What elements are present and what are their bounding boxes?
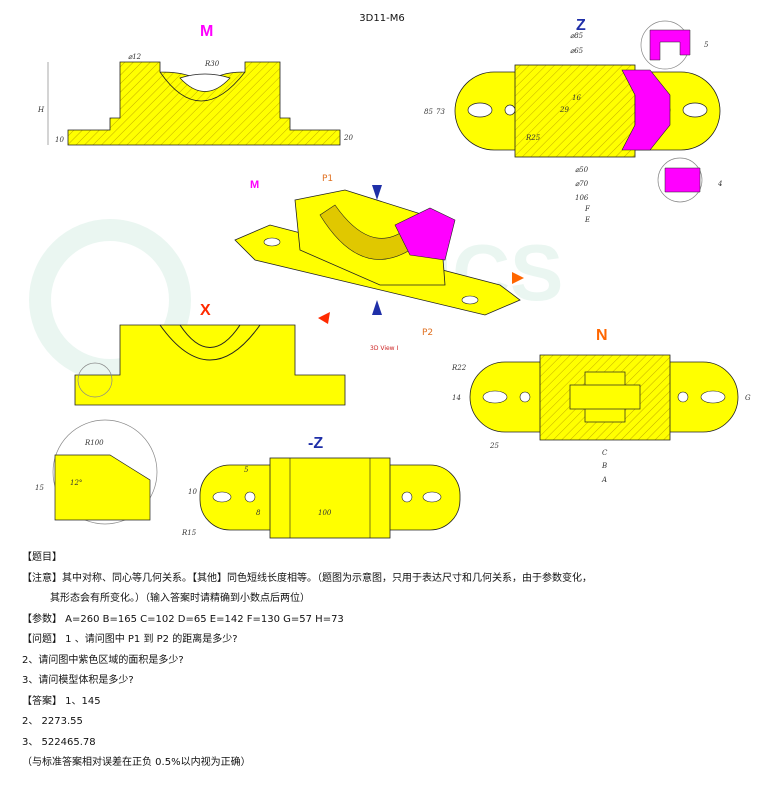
view-z: Z ⌀85 ⌀65 ⌀50 ⌀70 106 F E 85 73 29 16 R2…: [424, 17, 722, 224]
view-m: M H ⌀12 R30 10 20: [37, 23, 353, 146]
problem-text: 【题目】 【注意】其中对称、同心等几何关系。【其他】同色短线长度相等。（题图为示…: [22, 552, 752, 778]
dim-12deg: 12°: [70, 479, 82, 487]
problem-note-cont: 其形态会有所变化。）（输入答案时请精确到小数点后两位）: [50, 593, 310, 604]
dim-r100: R100: [84, 439, 104, 447]
engineering-drawing: ICS 3D11-M6 M H ⌀12 R30 10 20 Z ⌀85 ⌀65 …: [29, 13, 751, 539]
answer-1: 【答案】 1、145: [22, 695, 101, 707]
dim-b: B: [601, 462, 607, 470]
dim-r25: R25: [525, 134, 541, 142]
dim-f: F: [584, 205, 591, 213]
dim-d65: ⌀65: [570, 47, 584, 55]
dim-e: E: [584, 216, 590, 224]
iso-view: M P1 P2 3D View I: [234, 174, 524, 352]
dim-16: 16: [572, 94, 581, 102]
view-x: X R100 12° 15: [35, 302, 346, 525]
dim-r30: R30: [204, 60, 220, 68]
dim-c: C: [602, 449, 608, 457]
view-label-n: N: [596, 327, 608, 344]
tolerance-note: （与标准答案相对误差在正负 0.5%以内视为正确）: [22, 757, 251, 768]
view-neg-z: -Z 100 R15 10 5 8: [181, 435, 461, 539]
dim-d50: ⌀50: [575, 166, 589, 174]
dim-negz-5: 5: [244, 466, 249, 474]
iso-caption: 3D View I: [370, 345, 398, 352]
view-n: N R22 14 25 C B A G: [451, 327, 751, 484]
view-label-z: Z: [576, 17, 586, 34]
dim-14: 14: [452, 394, 461, 402]
iso-tag-m: M: [250, 179, 259, 191]
dim-d12: ⌀12: [128, 53, 142, 61]
view-label-neg-z: -Z: [308, 435, 323, 452]
dim-20: 20: [343, 134, 353, 142]
dim-r15: R15: [181, 529, 197, 537]
dim-106: 106: [575, 194, 589, 202]
dim-h: H: [37, 106, 45, 114]
problem-params: 【参数】 A=260 B=165 C=102 D=65 E=142 F=130 …: [22, 613, 344, 625]
question-1: 【问题】 1 、请问图中 P1 到 P2 的距离是多少?: [22, 634, 238, 645]
dim-25: 25: [489, 442, 499, 450]
dim-negz-10: 10: [188, 488, 197, 496]
dim-29: 29: [559, 106, 569, 114]
drawing-title: 3D11-M6: [359, 13, 404, 24]
dim-4: 4: [717, 180, 722, 188]
dim-100: 100: [318, 509, 332, 517]
question-2: 2、请问图中紫色区域的面积是多少?: [22, 654, 184, 666]
view-label-x: X: [200, 302, 211, 319]
dim-10: 10: [55, 136, 64, 144]
dim-d85: ⌀85: [570, 32, 584, 40]
answer-3: 3、 522465.78: [22, 736, 96, 748]
dim-5: 5: [704, 41, 709, 49]
magenta-region: [621, 69, 671, 151]
problem-heading: 【题目】: [22, 552, 62, 563]
dim-negz-8: 8: [256, 509, 261, 517]
problem-note: 【注意】其中对称、同心等几何关系。【其他】同色短线长度相等。（题图为示意图，只用…: [22, 572, 592, 584]
dim-a: A: [601, 476, 607, 484]
dim-15: 15: [35, 484, 44, 492]
dim-73: 73: [436, 108, 445, 116]
dim-r22: R22: [451, 364, 467, 372]
answer-2: 2、 2273.55: [22, 716, 83, 727]
iso-p2: P2: [422, 328, 433, 338]
dim-g: G: [745, 394, 751, 402]
iso-p1: P1: [322, 174, 333, 184]
view-label-m: M: [200, 23, 213, 40]
dim-85: 85: [424, 108, 433, 116]
question-3: 3、请问模型体积是多少?: [22, 675, 134, 686]
dim-d70: ⌀70: [575, 180, 589, 188]
